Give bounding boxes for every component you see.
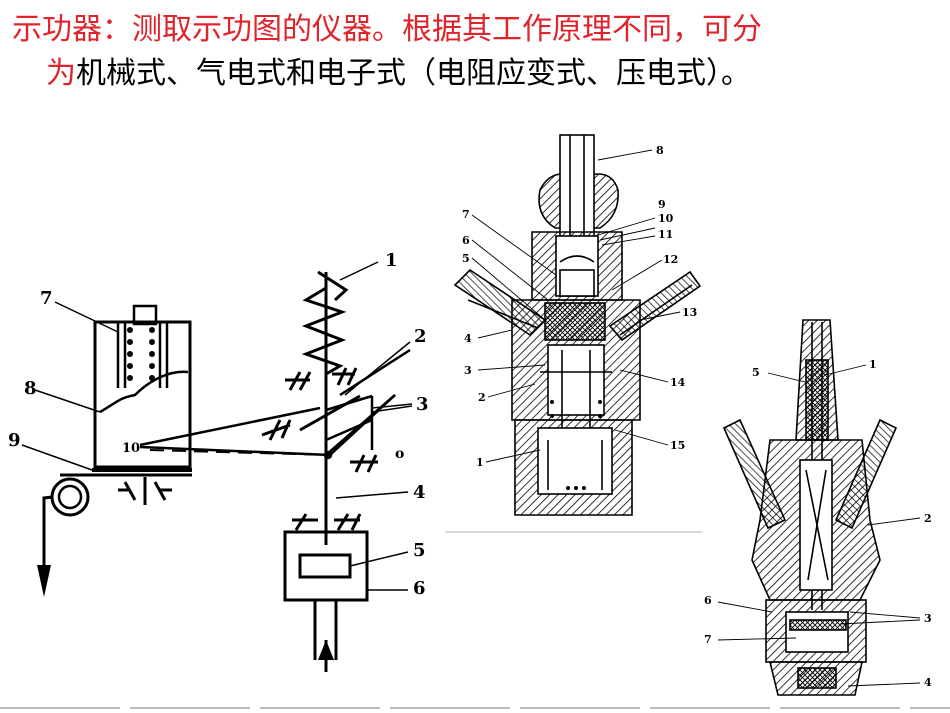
- electronic-indicator-diagram: [717, 319, 921, 696]
- heading-line-2-red: 为: [46, 56, 76, 91]
- mid-label-4: 4: [464, 332, 472, 345]
- mid-label-5: 5: [462, 252, 470, 265]
- right-label-3: 3: [924, 612, 932, 625]
- left-label-4: 4: [413, 482, 426, 503]
- right-label-1: 1: [869, 358, 877, 371]
- mid-label-1: 1: [476, 456, 484, 469]
- left-label-3: 3: [416, 394, 429, 415]
- drum-mark: 10: [122, 441, 140, 456]
- left-label-1: 1: [385, 250, 398, 271]
- mid-label-13: 13: [682, 306, 697, 319]
- slide-heading: 示功器：测取示功图的仪器。根据其工作原理不同，可分 为机械式、气电式和电子式（电…: [12, 8, 942, 96]
- left-label-6: 6: [413, 578, 426, 599]
- right-label-6: 6: [704, 594, 712, 607]
- left-label-2: 2: [414, 326, 427, 347]
- right-diagram-labels: 1 2 3 4 5 6 7: [704, 358, 932, 689]
- bottom-rule: [0, 707, 950, 709]
- middle-diagram-labels: 1 2 3 4 5 6 7 8 9 10 11 12 13 14 15: [462, 144, 697, 469]
- left-diagram-labels: 1 2 3 4 5 6 7 8 9 10 o: [8, 250, 429, 599]
- mid-label-6: 6: [462, 234, 470, 247]
- mid-label-10: 10: [658, 212, 674, 225]
- right-label-2: 2: [924, 512, 932, 525]
- mid-label-8: 8: [656, 144, 664, 157]
- mid-label-9: 9: [658, 198, 666, 211]
- right-label-7: 7: [704, 633, 712, 646]
- mid-label-11: 11: [658, 228, 673, 241]
- heading-line-2: 为机械式、气电式和电子式（电阻应变式、压电式）。: [12, 52, 942, 96]
- mechanical-indicator-diagram: [21, 261, 413, 672]
- mid-label-14: 14: [670, 376, 686, 389]
- mid-label-3: 3: [464, 364, 472, 377]
- left-label-5: 5: [413, 540, 426, 561]
- left-label-7: 7: [40, 288, 53, 309]
- left-label-9: 9: [8, 430, 21, 451]
- right-label-5: 5: [752, 366, 760, 379]
- mid-label-7: 7: [462, 208, 470, 221]
- pneumatic-indicator-diagram: [453, 134, 702, 516]
- heading-line-2-black: 机械式、气电式和电子式（电阻应变式、压电式）。: [76, 56, 751, 91]
- mid-label-15: 15: [670, 439, 685, 452]
- mid-label-12: 12: [663, 253, 678, 266]
- left-label-8: 8: [24, 378, 37, 399]
- pivot-mark: o: [395, 446, 404, 462]
- heading-line-1: 示功器：测取示功图的仪器。根据其工作原理不同，可分: [12, 12, 762, 47]
- mid-label-2: 2: [478, 391, 486, 404]
- right-label-4: 4: [924, 676, 932, 689]
